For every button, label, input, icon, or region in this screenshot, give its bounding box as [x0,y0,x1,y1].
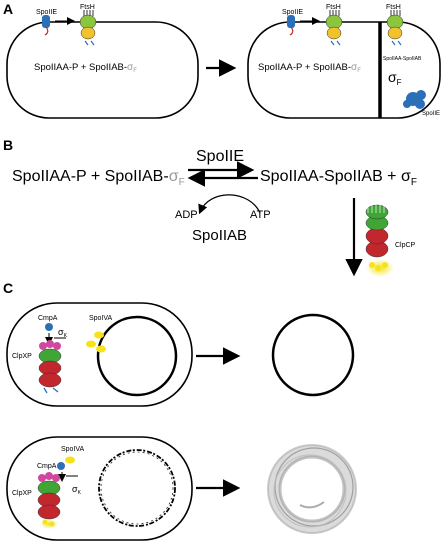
degraded-coat-icon [267,444,357,534]
clpCP-icon [365,204,394,277]
adp-label: ADP [175,209,198,221]
product-label: SpoIIAA-SpoIIAB + σF [260,168,417,188]
ftsH-label-forespore: FtsH [386,4,401,11]
spoIIE-label: SpoIIE [36,9,57,16]
clpCP-label: ClpCP [395,242,416,249]
complex-label: SpoIIAA-SpoIIAB [383,56,422,62]
panel-c-row-1: CmpA σK ClpXP SpoIVA [6,302,193,407]
sigma-k-label: σK [58,327,68,339]
forespore-outline [96,315,178,397]
kinase-label: SpoIIAB [192,227,247,244]
coat-layer-icon [98,449,176,527]
clpXP-label: ClpXP [12,490,32,497]
sigma-f-label: σF [388,69,402,87]
spoIVA-icon [86,331,106,353]
ftsH-label: FtsH [80,4,95,11]
spore-outline [271,313,355,397]
cell-outline [6,436,193,541]
panel-a-cell-2: SpoIIE FtsH SpoIIAA-P + SpoIIAB-σF FtsH … [247,4,441,119]
ftsH-icon [325,10,343,46]
reactants-label: SpoIIAA-P + SpoIIAB-σF [12,168,185,188]
spoIVA-label: SpoIVA [61,446,85,453]
panel-label-c: C [3,280,13,296]
clpXP-icon [37,472,61,529]
reaction-label: SpoIIAA-P + SpoIIAB-σF [258,62,361,74]
panel-label-a: A [3,1,13,17]
cell-outline [247,21,441,119]
ftsH-icon [386,10,404,46]
ftsH-icon [79,10,97,46]
cell-outline [6,21,199,119]
panel-a-cell-1: SpoIIE FtsH SpoIIAA-P + SpoIIAB-σF [6,4,199,119]
spoIIE-label: SpoIIE [282,9,303,16]
cmpA-icon [45,323,53,331]
enzyme-label: SpoIIE [196,148,244,165]
sigma-k-label: σK [72,484,82,496]
atp-label: ATP [250,209,271,221]
reaction-label: SpoIIAA-P + SpoIIAB-σF [34,62,137,74]
spoIIE-icon [42,15,50,36]
atp-cycle-arrow [198,194,261,215]
cmpA-label: CmpA [38,315,58,322]
panel-c-row-2: CmpA SpoIVA σK ClpXP [6,436,193,541]
clpXP-icon [38,340,62,394]
spoIVA-icon [65,456,75,464]
cmpA-label: CmpA [37,463,57,470]
cmpA-icon [57,462,65,470]
spoIIE-icon [287,15,295,36]
panel-label-b: B [3,137,13,153]
clpXP-label: ClpXP [12,353,32,360]
spoIVA-label: SpoIVA [89,315,113,322]
cell-outline [6,302,193,407]
ftsH-label: FtsH [326,4,341,11]
spoIIE-label-forespore: SpoIIE [422,111,440,117]
spoIIE-complex-icon [403,90,426,109]
